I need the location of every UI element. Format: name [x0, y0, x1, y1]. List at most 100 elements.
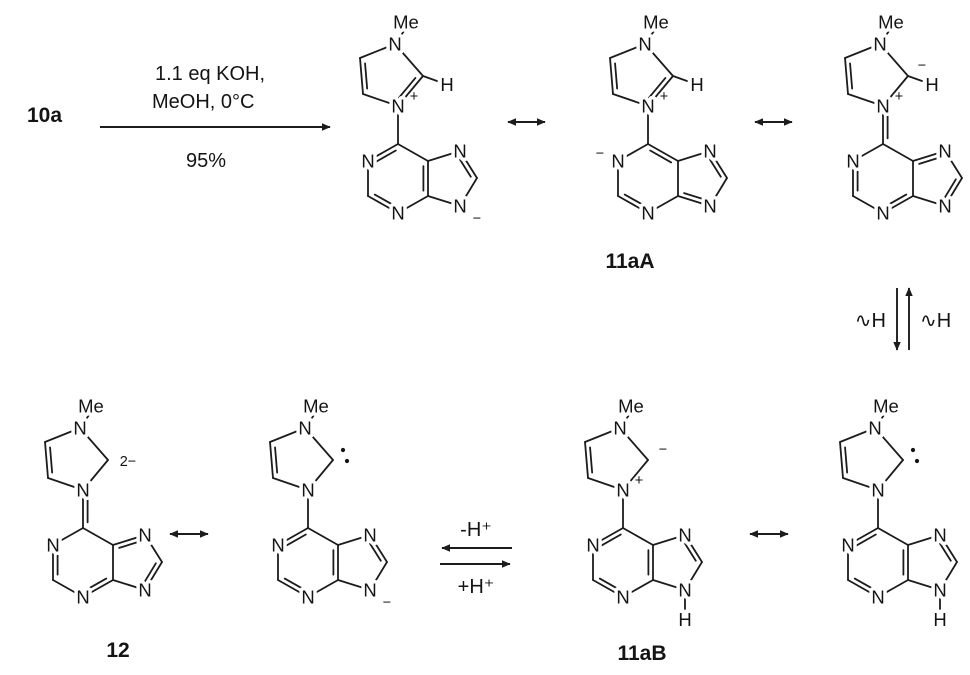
bond-N3p-C4p — [307, 579, 339, 598]
atom-N1p-label: N — [611, 151, 624, 172]
bond-N3-Me — [79, 414, 90, 429]
bond-C5p-C6 — [82, 527, 114, 546]
double-N3p-C4p — [84, 577, 108, 592]
bond-N1-C5 — [842, 477, 879, 491]
atom-N7-label: N — [363, 525, 376, 546]
double-C6-N1p — [373, 149, 397, 164]
bond-C6-N1p — [617, 143, 649, 162]
atom-N3p-label: N — [616, 587, 629, 608]
bond-N1-C5 — [272, 477, 309, 491]
charge-N1-plus: + — [410, 89, 418, 105]
caption-11aA: 11aA — [605, 250, 654, 273]
bond-C2-N1 — [882, 75, 909, 107]
bond-C8-N9 — [459, 177, 478, 207]
deprotonation-label: -H⁺ — [460, 519, 492, 541]
charge-N1-plus: + — [660, 89, 668, 105]
structures-layer: NNNNNNMeH−+NNNNNNMeH+−NNNNNNMeH−+NNNNNNM… — [43, 8, 963, 634]
bond-N7-C8 — [684, 534, 703, 563]
bond-C6-N1p — [852, 143, 884, 162]
compound-captions: 11aA 12 11aB — [106, 250, 666, 665]
atom-N3p-label: N — [301, 587, 314, 608]
double-N3p-C4p — [884, 193, 908, 208]
double-C5p-N7 — [918, 155, 943, 165]
atom-N3-label: N — [388, 34, 401, 55]
bond-C4-N3 — [584, 427, 621, 443]
double-N7-C8 — [683, 540, 697, 562]
atom-N9-H-label: H — [933, 609, 946, 630]
bond-C5p-N7 — [652, 534, 686, 546]
atom-N7-label: N — [678, 525, 691, 546]
bond-N3p-C4p — [647, 195, 679, 214]
bond-C5p-N7 — [427, 150, 461, 162]
bond-C6-N1p — [277, 527, 309, 546]
bond-N3p-C4p — [877, 579, 909, 598]
bond-N3-C2 — [874, 427, 904, 461]
atom-N1-label: N — [616, 480, 629, 501]
bond-C2-H — [907, 75, 923, 82]
bond-C5p-N7 — [907, 534, 941, 546]
atom-N1p-label: N — [841, 535, 854, 556]
conditions-line2: MeOH, 0°C — [152, 91, 254, 113]
charge-N9-minus: − — [383, 595, 391, 611]
bond-C2p-N3p — [277, 579, 309, 598]
bond-C5p-C6 — [307, 527, 339, 546]
double-C5p-N7 — [118, 539, 143, 549]
bond-N7-C8 — [939, 534, 958, 563]
atom-N1-label: N — [876, 96, 889, 117]
resonance-arrows — [169, 118, 793, 538]
bond-N3-Me — [879, 30, 890, 45]
bond-N3-C2 — [879, 43, 909, 77]
bond-N9-C4p — [337, 579, 371, 591]
atom-C2-H-label: H — [690, 74, 703, 95]
bond-C2-N1 — [622, 459, 649, 491]
bond-N3p-C4p — [622, 579, 654, 598]
methyl-label: Me — [78, 396, 104, 417]
protonation-equilibrium: -H⁺ +H⁺ — [440, 519, 512, 598]
bond-C8-N9 — [709, 177, 728, 207]
charge-N1-plus: + — [895, 89, 903, 105]
atom-N1-label: N — [871, 480, 884, 501]
reactant-label: 10a — [27, 104, 62, 127]
bond-N3-Me — [644, 30, 655, 45]
bond-N3-C2 — [644, 43, 674, 77]
atom-N1-label: N — [76, 480, 89, 501]
bond-C5p-C6 — [622, 527, 654, 546]
atom-N9-label: N — [938, 196, 951, 217]
double-C8-N9 — [943, 178, 957, 200]
bond-N3-Me — [394, 30, 405, 45]
bond-N9-C4p — [912, 195, 946, 207]
bond-C5-C4 — [839, 441, 844, 479]
bond-C5p-C6 — [397, 143, 429, 162]
h-shift-label-left: ∿H — [855, 310, 886, 332]
protonation-label: +H⁺ — [458, 576, 495, 598]
bond-C6-N1p — [592, 527, 624, 546]
bond-C4-N3 — [844, 43, 881, 59]
bond-C5-C4 — [584, 441, 589, 479]
reaction-conditions: 10a 1.1 eq KOH, MeOH, 0°C 95% — [27, 63, 331, 172]
bond-C5-C4 — [844, 57, 849, 95]
bond-C5p-C6 — [882, 143, 914, 162]
bond-C6-N1p — [52, 527, 84, 546]
double-C6-N1p — [598, 533, 622, 548]
atom-N1p-label: N — [361, 151, 374, 172]
bond-C5-C4 — [269, 441, 274, 479]
methyl-label: Me — [618, 396, 644, 417]
double-N7-C8 — [708, 156, 722, 178]
double-C4-C5 — [844, 446, 849, 474]
caption-11aB: 11aB — [617, 642, 666, 665]
bond-N7-C8 — [944, 150, 963, 179]
bond-C2p-N3p — [52, 579, 84, 598]
bond-C8-N9 — [144, 561, 163, 591]
bond-C5p-N7 — [677, 150, 711, 162]
double-C2p-N3p — [283, 577, 307, 592]
bond-C4-N3 — [269, 427, 306, 443]
charge-C2-minus: − — [659, 442, 667, 458]
bond-C8-N9 — [369, 561, 388, 591]
bond-C5-C4 — [609, 57, 614, 95]
bond-C5p-N7 — [112, 534, 146, 546]
